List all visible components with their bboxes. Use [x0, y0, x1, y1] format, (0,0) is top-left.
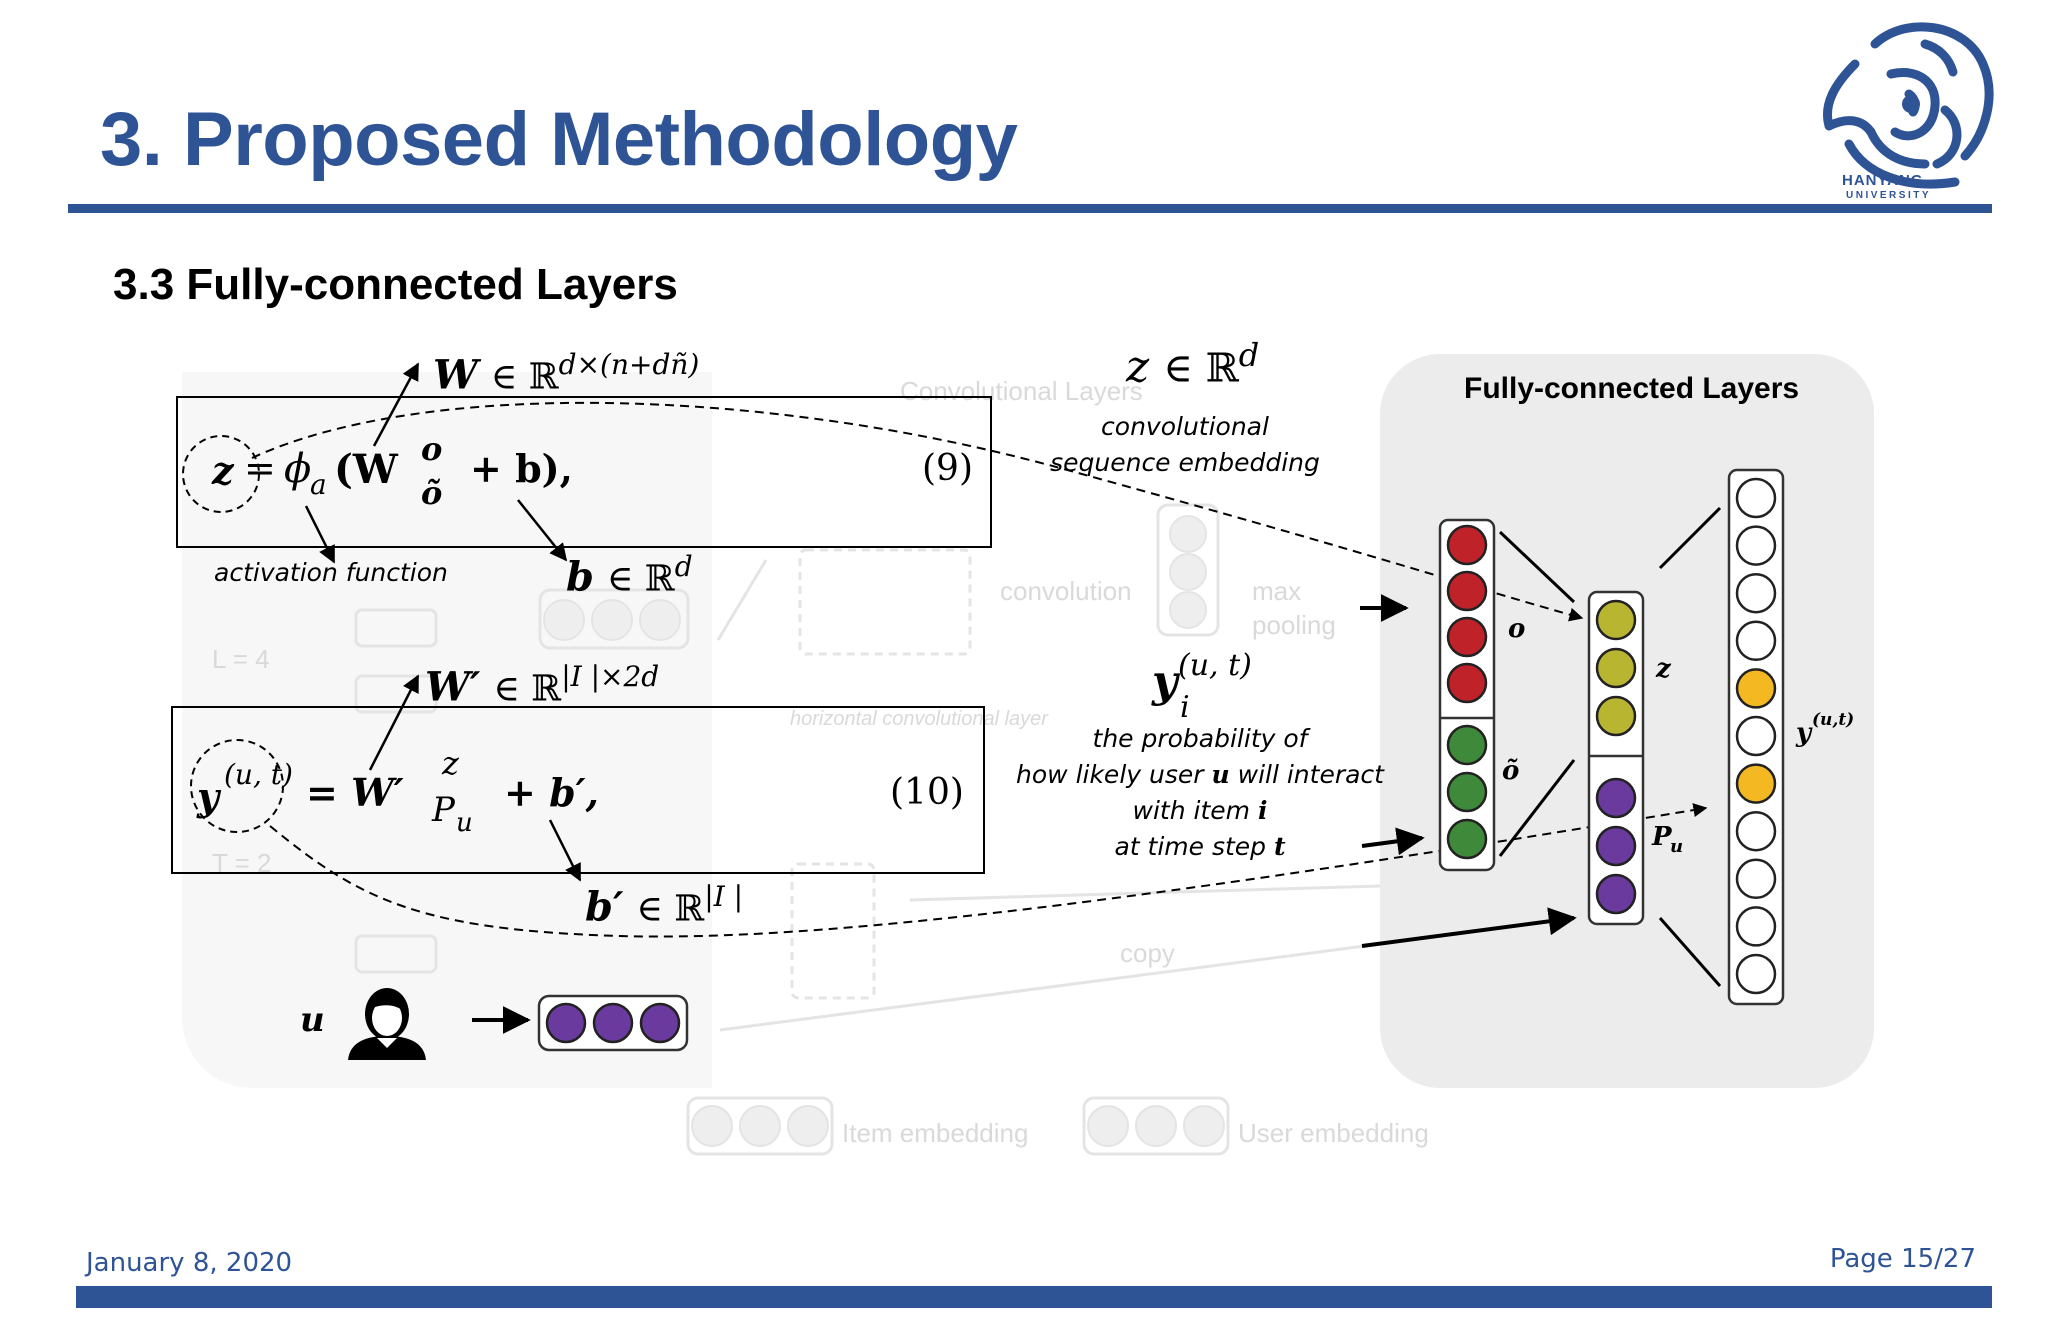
section-subtitle: 3.3 Fully-connected Layers [113, 260, 678, 309]
eq10-equals: = W′ [306, 770, 404, 815]
output-node-6 [1735, 763, 1777, 804]
y-dashed-link [269, 803, 1708, 938]
ghost-L: L = 4 [212, 644, 270, 674]
eq10-vec-bot-sub: u [456, 808, 473, 838]
arrow-to-activation [304, 505, 336, 564]
ghost-convolution: convolution [1000, 576, 1132, 606]
user-embedding-node-1 [592, 1002, 634, 1044]
output-node-1 [1735, 525, 1777, 566]
z-node-0 [1595, 599, 1637, 641]
logo-text-hanyang: HANYANG [1842, 172, 1924, 189]
o-node-2 [1446, 616, 1488, 658]
output-node-7 [1735, 810, 1777, 852]
eq10-number: (10) [890, 772, 964, 813]
background-embedding-panel [182, 372, 712, 1088]
footer-rule [76, 1286, 1992, 1308]
eq10-lhs: y [197, 774, 220, 819]
header-rule [68, 204, 1992, 213]
z-node-2 [1595, 695, 1637, 737]
eq10-tail: + b′, [504, 770, 599, 815]
lion-head-icon [1823, 22, 1994, 189]
output-node-10 [1735, 953, 1777, 995]
output-node-5 [1735, 715, 1777, 757]
y-note-line1: the probability of [1092, 724, 1308, 753]
ot-node-0 [1446, 724, 1488, 766]
o-node-3 [1446, 662, 1488, 704]
o-node-1 [1446, 570, 1488, 612]
output-node-2 [1735, 572, 1777, 614]
eq9-equals: = [244, 446, 276, 490]
o-node-0 [1446, 524, 1488, 566]
arrow-to-W [372, 362, 420, 447]
eq9-phi-sub: a [310, 468, 327, 501]
b-definition: b ∈ ℝd [566, 550, 693, 601]
z-highlight-circle [182, 435, 260, 513]
eq9-vec-bot: õ [421, 474, 443, 512]
pu-label-sub: u [1670, 836, 1684, 857]
Wp-definition: W′ ∈ ℝ|I |×2d [425, 660, 660, 711]
ot-node-2 [1446, 818, 1488, 860]
y-definition-sup: (u, t) [1178, 648, 1252, 683]
arrow-to-ot [1361, 827, 1425, 856]
y-note-line4: at time step t [1114, 832, 1286, 861]
ot-label: õ [1502, 756, 1520, 786]
ghost-item-embedding: Item embedding [842, 1118, 1029, 1148]
ghost-copy: copy [1120, 938, 1175, 968]
ghost-max: max [1252, 576, 1302, 606]
logo-text-university: UNIVERSITY [1846, 190, 1932, 201]
equation-9-box [176, 396, 992, 548]
user-icon [348, 988, 426, 1060]
user-embedding-node-0 [545, 1002, 587, 1044]
pu-node-0 [1595, 777, 1637, 819]
pu-node-2 [1595, 873, 1637, 915]
output-node-8 [1735, 858, 1777, 900]
slide-title: 3. Proposed Methodology [100, 97, 1018, 182]
arrow-to-bp [548, 819, 582, 882]
z-definition: z ∈ ℝd [1126, 336, 1260, 393]
W-definition: W ∈ ℝd×(n+dñ) [433, 348, 700, 399]
output-node-9 [1735, 906, 1777, 947]
arrow-to-Wp [368, 674, 420, 771]
output-node-3 [1735, 620, 1777, 662]
z-note-line1: convolutional [1101, 412, 1269, 441]
y-label: y [1796, 718, 1812, 748]
eq9-lhs: z [212, 448, 234, 493]
output-node-0 [1735, 477, 1777, 519]
bp-definition: b′ ∈ ℝ|I | [585, 880, 744, 931]
z-label: z [1656, 654, 1671, 684]
y-definition: y [1152, 656, 1178, 707]
eq9-phi: ϕ [284, 446, 312, 492]
arrow-to-b [517, 499, 568, 562]
user-label: u [300, 1000, 325, 1040]
footer-page-number: Page 15/27 [1829, 1244, 1976, 1274]
ghost-conv-title: Convolutional Layers [900, 376, 1143, 406]
output-node-4 [1735, 668, 1777, 709]
y-definition-sub: i [1180, 690, 1190, 725]
z-note-line2: sequence embedding [1050, 448, 1320, 477]
y-label-sup: (u,t) [1812, 710, 1855, 730]
ghost-pooling: pooling [1252, 610, 1336, 640]
user-embedding-node-2 [639, 1002, 681, 1044]
z-node-1 [1595, 647, 1637, 689]
y-highlight-circle [190, 739, 284, 833]
eq9-open: (W [334, 446, 398, 493]
y-note-line3: with item i [1132, 796, 1268, 825]
footer-date: January 8, 2020 [86, 1248, 293, 1278]
z-dashed-link [251, 401, 1584, 622]
o-label: o [1508, 614, 1526, 644]
eq10-vec-bot: P [432, 790, 455, 830]
pu-node-1 [1595, 825, 1637, 867]
pu-label: P [1652, 822, 1672, 852]
panel-title: Fully-connected Layers [1464, 372, 1800, 405]
ot-node-1 [1446, 771, 1488, 813]
arrow-to-pu [1361, 907, 1577, 948]
eq9-number: (9) [922, 448, 973, 489]
eq10-vec-top: z [442, 744, 459, 782]
eq9-tail: + b), [470, 446, 573, 491]
eq9-vec-top: o [421, 430, 443, 468]
ghost-user-embedding: User embedding [1238, 1118, 1429, 1148]
y-note-line2: how likely user u will interact [1016, 760, 1384, 789]
